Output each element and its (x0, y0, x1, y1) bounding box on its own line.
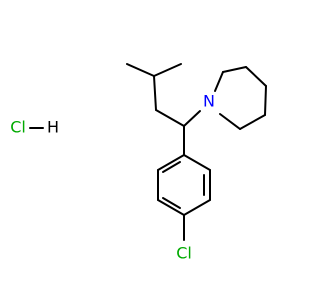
molecule-structure: N Cl Cl H (10, 63, 267, 263)
bond-ch2-chiral (155, 109, 185, 127)
bond-chiral-nitrogen (183, 110, 201, 127)
bond-piperidine-c5-c6 (239, 114, 266, 130)
chemical-structure-canvas: N Cl Cl H (10, 63, 267, 263)
bond-piperidine-c3-c4 (245, 66, 267, 87)
bond-phenyl-6 (157, 154, 185, 171)
hcl-hydrogen-label: H (47, 118, 59, 137)
bond-piperidine-c2-c3 (222, 66, 247, 73)
bond-piperidine-c6-n (219, 113, 241, 130)
bond-phenyl-1 (183, 154, 211, 171)
bond-methyl-left (126, 63, 155, 77)
bond-phenyl-double-bottom-left (162, 197, 181, 209)
bond-piperidine-c4-c5 (264, 85, 267, 116)
bond-methyl-right (153, 63, 182, 77)
ring-chlorine-label: Cl (176, 244, 192, 263)
bond-phenyl-4 (157, 199, 185, 216)
hcl-chlorine-label: Cl (10, 118, 26, 137)
bond-isopropyl-ch2 (153, 75, 157, 111)
bond-phenyl-double-top-left (162, 161, 181, 173)
bond-phenyl-3 (183, 199, 211, 216)
nitrogen-label: N (203, 92, 215, 111)
bond-piperidine-n-c2 (214, 71, 224, 92)
